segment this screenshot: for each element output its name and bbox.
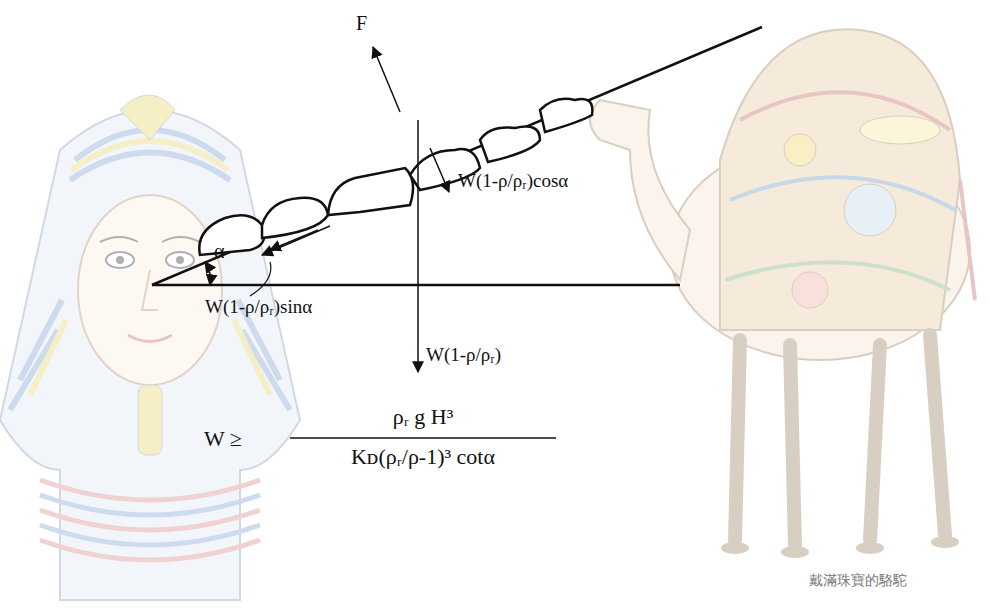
tangential-component-arrow [262, 226, 330, 255]
force-arrow [373, 47, 400, 112]
force-label: W(1-ρ/ρᵣ) [426, 344, 501, 366]
caption-text: 戴滿珠寶的駱駝 [809, 572, 907, 588]
angle-arc [205, 262, 210, 285]
angle-label: α [214, 240, 224, 263]
normal-component-arrow [430, 148, 449, 192]
force-label: W(1-ρ/ρᵣ)cosα [458, 170, 568, 192]
armour-stones [199, 99, 592, 255]
leader-line [250, 262, 271, 296]
resistance-arrow [270, 230, 318, 250]
camel-illustration [590, 29, 975, 558]
weight-arrow [417, 120, 419, 372]
formula-text: Kᴅ(ρᵣ/ρ-1)³ cotα [351, 444, 495, 469]
pharaoh-mask [0, 95, 300, 600]
formula-text: ρᵣ g H³ [393, 404, 454, 429]
fraction-bar [290, 437, 556, 439]
horizontal-line [152, 284, 680, 287]
force-label: W(1-ρ/ρᵣ)sinα [205, 296, 312, 318]
formula-text: W ≥ [204, 426, 242, 451]
force-label: F [356, 12, 367, 35]
slope-line [152, 27, 762, 285]
